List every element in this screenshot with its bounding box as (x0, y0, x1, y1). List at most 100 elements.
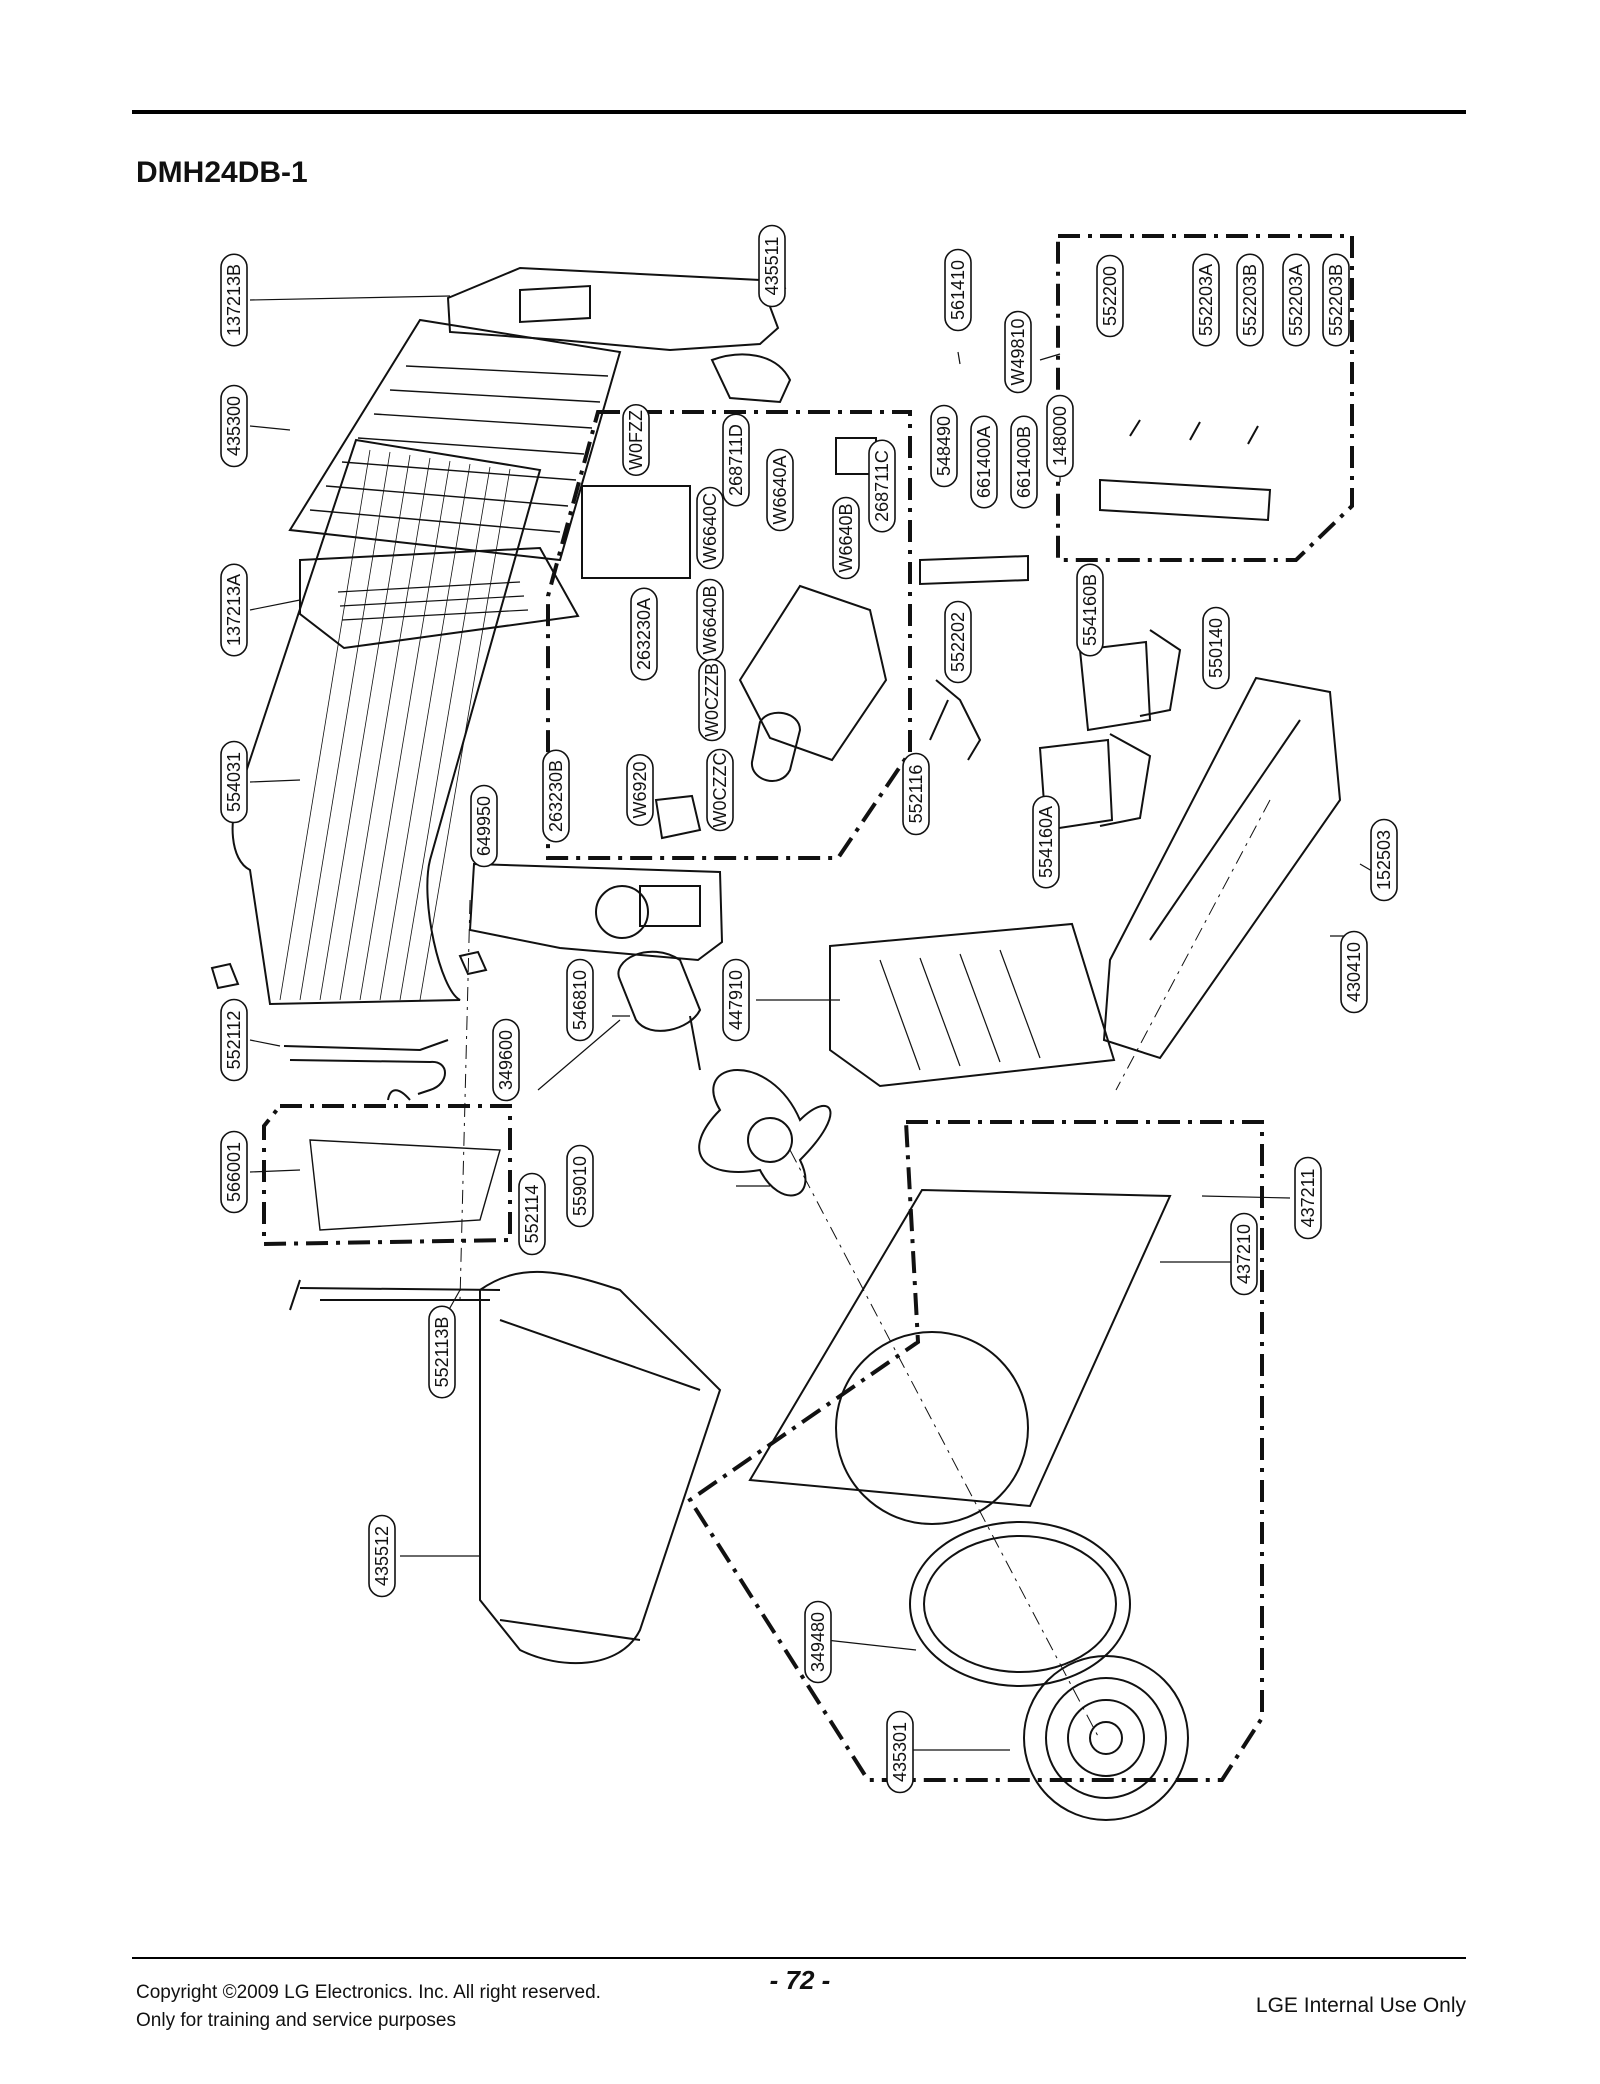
callout-137213a: 137213A (220, 563, 248, 657)
tubing-shape (283, 1039, 449, 1101)
callout-554160a: 554160A (1032, 795, 1060, 889)
capacitor-shape (750, 711, 802, 782)
callout-label: 661400B (1014, 426, 1034, 498)
callout-label: 552114 (522, 1185, 542, 1244)
callout-label: 437210 (1234, 1224, 1254, 1284)
fan-propeller-shape (698, 1069, 832, 1197)
callout-661400a: 661400A (970, 415, 998, 509)
callout-label: 552203B (1326, 264, 1346, 336)
callout-349600: 349600 (492, 1018, 520, 1102)
callout-554160b: 554160B (1076, 563, 1104, 657)
callout-label: W0CZZC (710, 753, 730, 828)
page-number: - 72 - (769, 1965, 831, 1995)
callout-label: 566001 (224, 1142, 244, 1202)
callout-label: W6640A (770, 455, 790, 524)
callout-552202: 552202 (944, 600, 972, 684)
control-box-group-outline (546, 410, 912, 860)
callout-label: 554160B (1080, 574, 1100, 646)
valve-body-shape (1099, 478, 1272, 522)
training-note: Only for training and service purposes (136, 2010, 456, 2031)
callout-label: 554160A (1036, 806, 1056, 878)
bottom-rule (132, 1957, 1466, 1959)
terminal-block-shape (654, 794, 702, 840)
callout-label: 435300 (224, 396, 244, 456)
callout-w6640c: W6640C (696, 486, 724, 570)
callout-552113b: 552113B (428, 1305, 456, 1399)
callout-435300: 435300 (220, 384, 248, 468)
callout-649950: 649950 (470, 784, 498, 868)
handle-shape (710, 353, 792, 404)
callout-430410: 430410 (1340, 930, 1368, 1014)
callout-435301: 435301 (886, 1710, 914, 1794)
callout-552203a: 552203A (1192, 253, 1220, 347)
callout-label: 552203B (1240, 264, 1260, 336)
callout-550140: 550140 (1202, 606, 1230, 690)
callout-148000: 148000 (1046, 394, 1074, 478)
tubing-group-outline (262, 1104, 512, 1247)
callout-w6640b: W6640B (832, 496, 860, 580)
callout-268711d: 268711D (722, 413, 750, 507)
reversing-valve-shape (919, 554, 1029, 586)
callout-label: 661400A (974, 426, 994, 498)
callout-label: W6640C (700, 493, 720, 563)
callout-label: W0CZZB (702, 663, 722, 737)
callout-w0fzz: W0FZZ (622, 403, 650, 477)
callout-label: 552203A (1286, 264, 1306, 336)
callout-w6640a: W6640A (766, 448, 794, 532)
top-cover-shape (446, 266, 780, 352)
callout-label: 552113B (432, 1317, 452, 1388)
callout-552203b: 552203B (1236, 253, 1264, 347)
callout-label: W0FZZ (626, 410, 646, 470)
louver-panel-shape (299, 546, 580, 650)
callout-label: 552200 (1100, 266, 1120, 326)
callout-label: 550140 (1206, 618, 1226, 678)
callout-435512: 435512 (368, 1514, 396, 1598)
orifice-ring-shape (923, 1535, 1117, 1673)
cover-panel-shape (479, 1270, 722, 1665)
callout-349480: 349480 (804, 1600, 832, 1684)
callout-435511: 435511 (758, 224, 786, 308)
callout-552203a: 552203A (1282, 253, 1310, 347)
callout-label: 437211 (1298, 1169, 1318, 1228)
callout-661400b: 661400B (1010, 415, 1038, 509)
callout-label: W49810 (1008, 318, 1028, 385)
callout-552200: 552200 (1096, 254, 1124, 338)
model-title: DMH24DB-1 (136, 156, 308, 189)
callout-552114: 552114 (518, 1172, 546, 1256)
callout-152503: 152503 (1370, 818, 1398, 902)
compressor-b-shape (1078, 640, 1152, 732)
internal-use-label: LGE Internal Use Only (1255, 1994, 1466, 2017)
callout-561410: 561410 (944, 248, 972, 332)
callout-label: 268711D (726, 424, 746, 496)
callout-label: 548490 (934, 416, 954, 476)
callout-label: 435512 (372, 1526, 392, 1586)
callout-label: W6920 (630, 761, 650, 818)
callout-label: 552112 (224, 1011, 244, 1070)
callout-label: 649950 (474, 796, 494, 856)
callout-label: 435511 (762, 237, 782, 296)
callout-label: 552203A (1196, 264, 1216, 336)
callout-label: 137213B (224, 264, 244, 336)
callout-447910: 447910 (722, 958, 750, 1042)
callout-552116: 552116 (902, 752, 930, 836)
callout-552112: 552112 (220, 998, 248, 1082)
callout-548490: 548490 (930, 404, 958, 488)
control-box-shape (738, 584, 888, 762)
callout-label: 430410 (1344, 942, 1364, 1002)
callout-label: 559010 (570, 1156, 590, 1216)
side-panel-shape (829, 922, 1116, 1088)
callout-437210: 437210 (1230, 1212, 1258, 1296)
callout-w0czzc: W0CZZC (706, 748, 734, 832)
copyright-text: Copyright ©2009 LG Electronics. Inc. All… (136, 1982, 601, 2003)
callout-label: 152503 (1374, 830, 1394, 890)
callout-w0czzb: W0CZZB (698, 658, 726, 742)
callout-w6920: W6920 (626, 753, 654, 827)
valve-tube-shape (289, 1279, 501, 1311)
callout-label: W6640B (700, 585, 720, 654)
fan-guard-shape (1023, 1655, 1189, 1821)
small-bracket-shape (210, 950, 488, 990)
callout-label: 349600 (496, 1030, 516, 1090)
callout-566001: 566001 (220, 1130, 248, 1214)
callout-label: 349480 (808, 1612, 828, 1672)
